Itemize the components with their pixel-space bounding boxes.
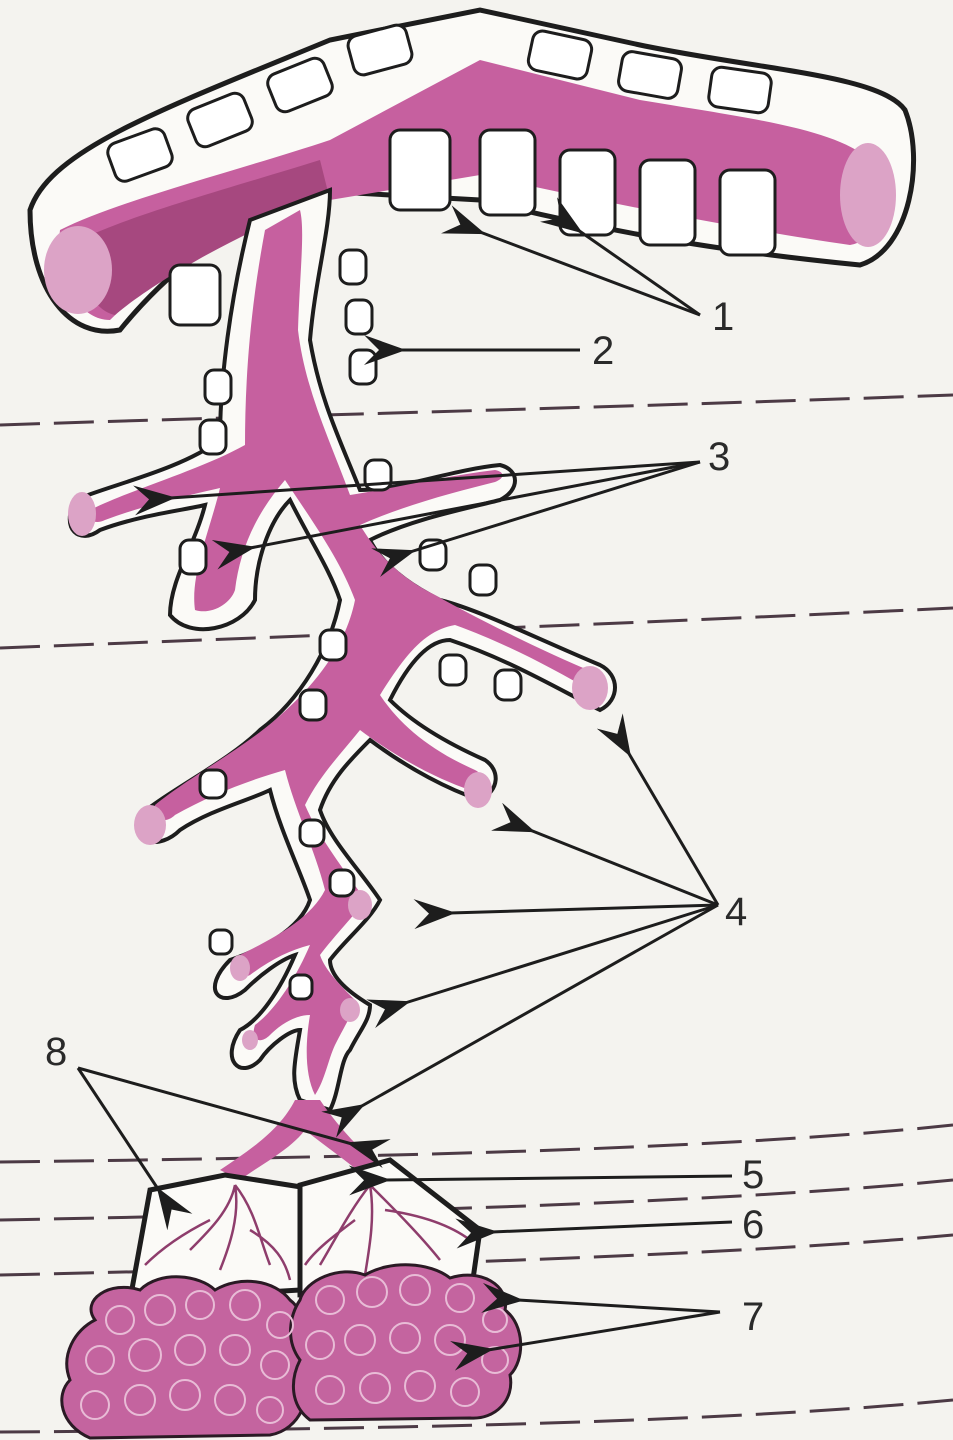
leader-4e: [360, 905, 718, 1107]
branch-lumen: [572, 666, 608, 710]
callout-7: 7: [742, 1295, 764, 1339]
callout-4: 4: [725, 890, 747, 934]
division-line: [0, 1125, 953, 1162]
leader-7a: [518, 1300, 720, 1312]
leader-4d: [405, 905, 718, 1003]
callout-2: 2: [592, 329, 614, 373]
left-bronchus-lumen: [44, 226, 112, 314]
callout-5: 5: [742, 1153, 764, 1197]
callout-6: 6: [742, 1203, 764, 1247]
leader-7b: [488, 1312, 720, 1350]
right-bronchus-lumen: [840, 143, 896, 247]
callout-1: 1: [712, 295, 734, 339]
branch-lumen: [340, 998, 360, 1022]
division-line: [0, 1180, 953, 1220]
leader-6: [492, 1222, 732, 1232]
callout-3: 3: [708, 435, 730, 479]
leader-5: [385, 1176, 732, 1180]
alveoli-cluster-right: [291, 1265, 521, 1420]
leader-4a: [628, 752, 718, 905]
bronchial-branches: [68, 190, 615, 1110]
branch-lumen: [134, 805, 166, 845]
branch-lumen: [464, 772, 492, 808]
leader-4b: [530, 830, 718, 905]
leader-4c: [450, 905, 718, 913]
main-bronchi: [30, 10, 914, 331]
branch-lumen: [230, 955, 250, 981]
alveoli-cluster-left: [62, 1277, 306, 1438]
division-line: [0, 395, 953, 425]
branch-lumen: [68, 492, 96, 536]
callout-8: 8: [45, 1030, 67, 1074]
branch-lumen: [242, 1030, 258, 1050]
